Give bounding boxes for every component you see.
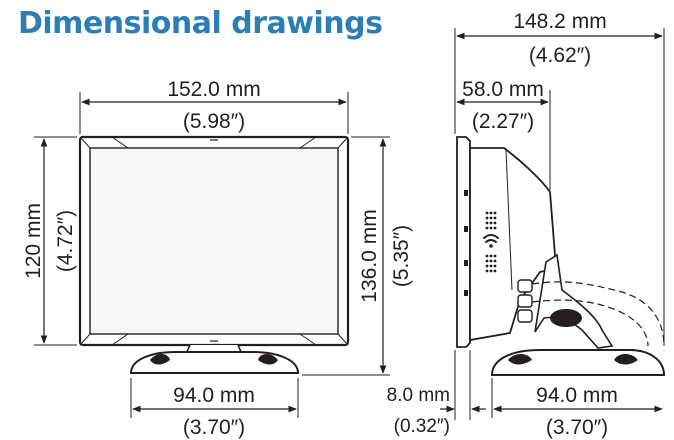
total-height-mm: 136.0 mm [358, 209, 381, 302]
page-title: Dimensional drawings [18, 6, 383, 41]
bezel-thickness-in: (0.32″) [394, 416, 450, 437]
cable-upper [531, 281, 665, 347]
side-base-knob-left [508, 354, 532, 365]
front-screen [89, 147, 339, 335]
front-width-in: (5.98″) [183, 110, 245, 133]
side-base-mm: 94.0 mm [536, 384, 618, 407]
bezel-bevels [79, 136, 349, 346]
side-base-in: (3.70″) [546, 416, 608, 439]
side-bezel [456, 136, 471, 348]
side-buttons [464, 190, 468, 296]
speaker-grille [485, 211, 497, 273]
body-depth-mm: 58.0 mm [462, 78, 544, 101]
front-stand-base [129, 351, 300, 374]
depth-total-in: (4.62″) [529, 44, 591, 67]
front-height-in: (4.72″) [54, 210, 77, 272]
front-view [78, 135, 350, 374]
front-height-mm: 120 mm [22, 203, 45, 279]
bezel-thickness-mm: 8.0 mm [387, 385, 450, 406]
wifi-icon [483, 234, 499, 248]
side-connectors [517, 279, 533, 323]
base-left-knob [150, 354, 170, 365]
front-width-mm: 152.0 mm [167, 78, 260, 101]
cable-lower [531, 299, 649, 347]
side-base-knob-right [614, 354, 638, 365]
base-right-knob [258, 354, 278, 365]
housing-step [505, 149, 513, 291]
base-width-in: (3.70″) [183, 416, 245, 439]
mount-knob [550, 309, 582, 327]
depth-total-mm: 148.2 mm [513, 10, 606, 33]
base-width-mm: 94.0 mm [173, 384, 255, 407]
mount-bracket [534, 253, 614, 349]
body-depth-in: (2.27″) [472, 110, 534, 133]
side-view [456, 136, 666, 376]
total-height-in: (5.35″) [390, 225, 413, 287]
